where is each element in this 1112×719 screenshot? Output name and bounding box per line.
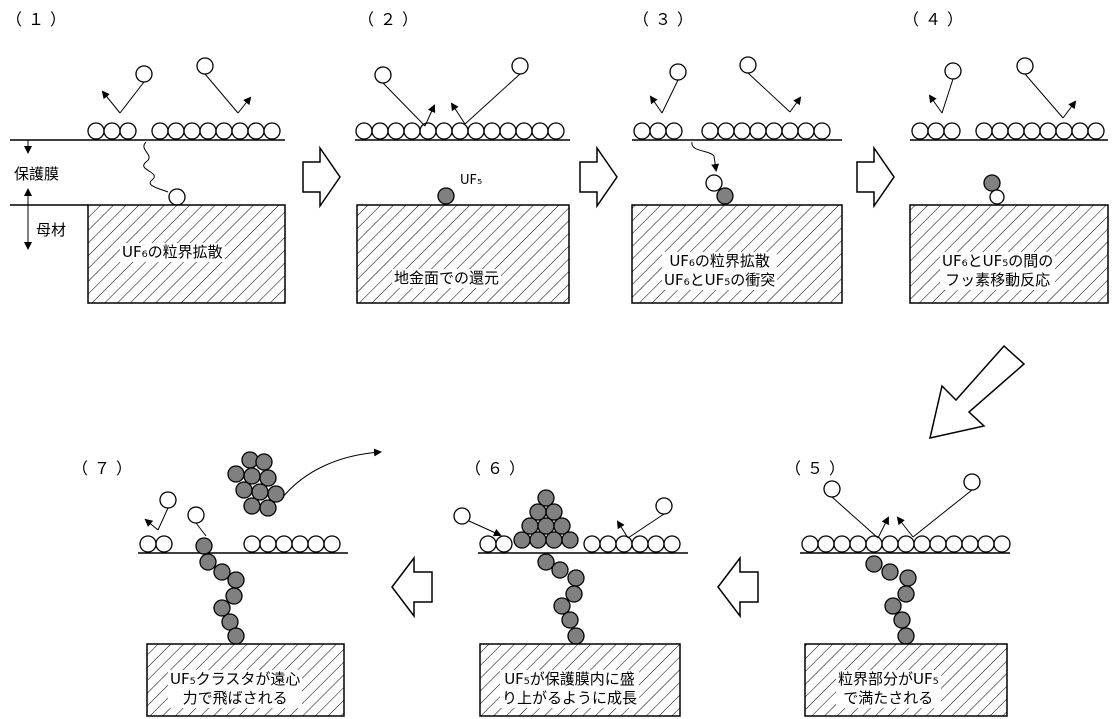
caption-line: UF₆とUF₅の間の (942, 252, 1053, 271)
uf5-particle (717, 188, 733, 204)
caption-line: UF₆の粒界拡散 (122, 243, 223, 262)
step-caption-5: 粒界部分がUF₅ で満たされる (836, 670, 941, 708)
step-label-7: （７） (72, 455, 138, 479)
scatter-molecules (136, 58, 213, 82)
step-caption-7: UF₅クラスタが遠心 力で飛ばされる (168, 670, 302, 708)
caption-line: 粒界部分がUF₅ (838, 670, 939, 689)
uf6-molecule (990, 190, 1004, 204)
reflect-arrow (103, 92, 120, 113)
uf5-particle (984, 175, 1000, 191)
incident-path (120, 82, 144, 113)
caption-line: UF₅クラスタが遠心 (170, 670, 300, 689)
uf6-molecule (706, 175, 722, 191)
step-caption-6: UF₅が保護膜内に盛 り上がるように成長 (500, 670, 639, 708)
surface-particles (634, 57, 830, 139)
base-material-label: 母材 (36, 219, 66, 240)
ejection-arrow (282, 452, 380, 498)
step-label-5: （５） (785, 455, 851, 479)
uf5-grain-boundary-chain (196, 538, 244, 644)
surface-particles (88, 123, 280, 139)
surface-particles (356, 58, 564, 139)
uf6-molecule (169, 189, 185, 205)
step-label-6: （６） (465, 455, 531, 479)
step-caption-3: UF₆の粒界拡散 UF₆とUF₅の衝突 (662, 252, 777, 290)
step-label-4: （４） (903, 6, 969, 30)
step-arrow-left (718, 558, 758, 616)
step-label-1: （１） (6, 6, 72, 30)
uf5-marker-label: UF₅ (460, 173, 482, 188)
base-metal-block (357, 205, 569, 303)
uf5-grain-boundary-chain (866, 556, 916, 644)
caption-line: 地金面での還元 (394, 269, 499, 288)
caption-line: フッ素移動反応 (942, 271, 1053, 290)
surface-particles (140, 492, 340, 552)
step-caption-4: UF₆とUF₅の間の フッ素移動反応 (940, 252, 1055, 290)
protective-film-label: 保護膜 (14, 163, 59, 184)
caption-line: UF₆の粒界拡散 (664, 252, 775, 271)
step-arrow-right (857, 148, 894, 206)
step-arrow-left (392, 558, 432, 616)
surface-particles (912, 58, 1104, 139)
step-arrow-diagonal (930, 346, 1024, 438)
step-caption-1: UF₆の粒界拡散 (120, 243, 225, 262)
uf5-particle (438, 188, 454, 204)
caption-line: で満たされる (838, 689, 939, 708)
step-arrow-right (580, 148, 617, 206)
step-caption-2: 地金面での還元 (392, 269, 501, 288)
ejected-uf5-cluster (228, 452, 284, 516)
reflect-arrow (238, 98, 250, 113)
incident-path (205, 74, 238, 113)
caption-line: り上がるように成長 (502, 689, 637, 708)
diffusion-path (144, 142, 168, 192)
step-arrow-right (303, 148, 340, 206)
caption-line: UF₅が保護膜内に盛 (502, 670, 637, 689)
step-label-3: （３） (633, 6, 699, 30)
caption-line: 力で飛ばされる (170, 689, 300, 708)
step-label-2: （２） (358, 6, 424, 30)
caption-line: UF₆とUF₅の衝突 (664, 271, 775, 290)
surface-particles (802, 474, 1010, 552)
uf5-cluster (514, 490, 584, 644)
